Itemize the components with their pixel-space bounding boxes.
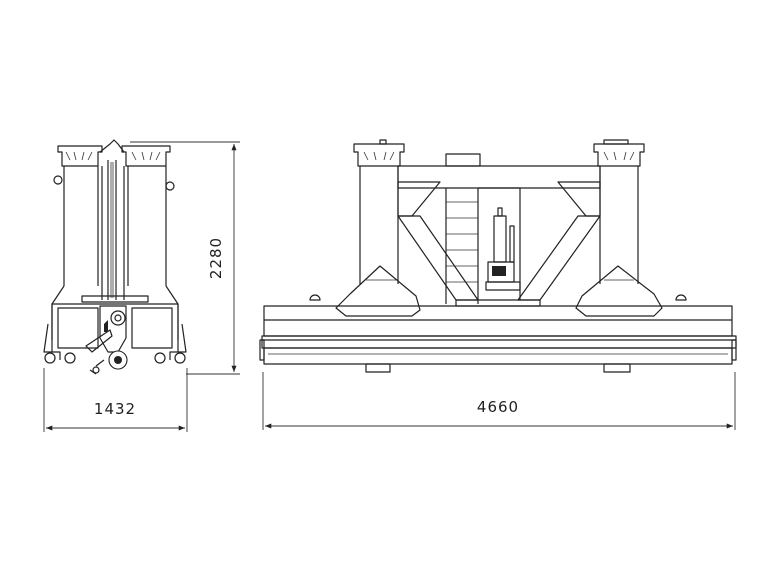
side-width-dimension: 1432 bbox=[43, 368, 188, 432]
side-width-label: 1432 bbox=[94, 400, 136, 418]
front-width-dimension: 4660 bbox=[262, 372, 736, 430]
side-view bbox=[43, 139, 187, 375]
height-label: 2280 bbox=[207, 237, 225, 279]
front-view bbox=[259, 139, 737, 373]
height-dimension: 2280 bbox=[130, 141, 240, 375]
front-width-label: 4660 bbox=[477, 398, 519, 416]
